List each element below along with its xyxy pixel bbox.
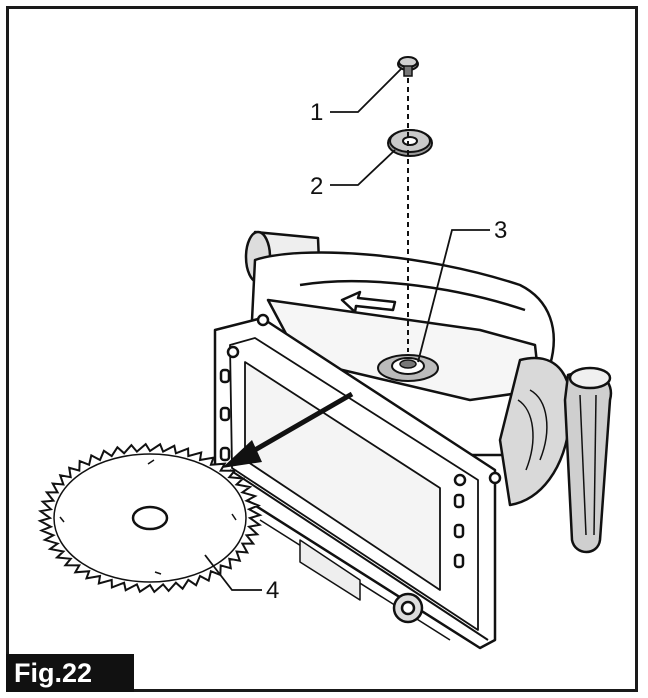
- base-plate: [213, 313, 502, 650]
- callout-leaders: [204, 67, 490, 591]
- spindle: [377, 354, 439, 382]
- removal-arrow: [222, 391, 354, 468]
- outer-flange: [387, 129, 433, 157]
- callout-4: 4: [266, 577, 279, 604]
- hex-bolt: [397, 56, 419, 77]
- callout-2: 2: [310, 173, 323, 200]
- saw-blade: [37, 442, 263, 594]
- callout-1: 1: [310, 99, 323, 126]
- callout-3: 3: [494, 217, 507, 244]
- figure-label: Fig.22: [6, 654, 134, 692]
